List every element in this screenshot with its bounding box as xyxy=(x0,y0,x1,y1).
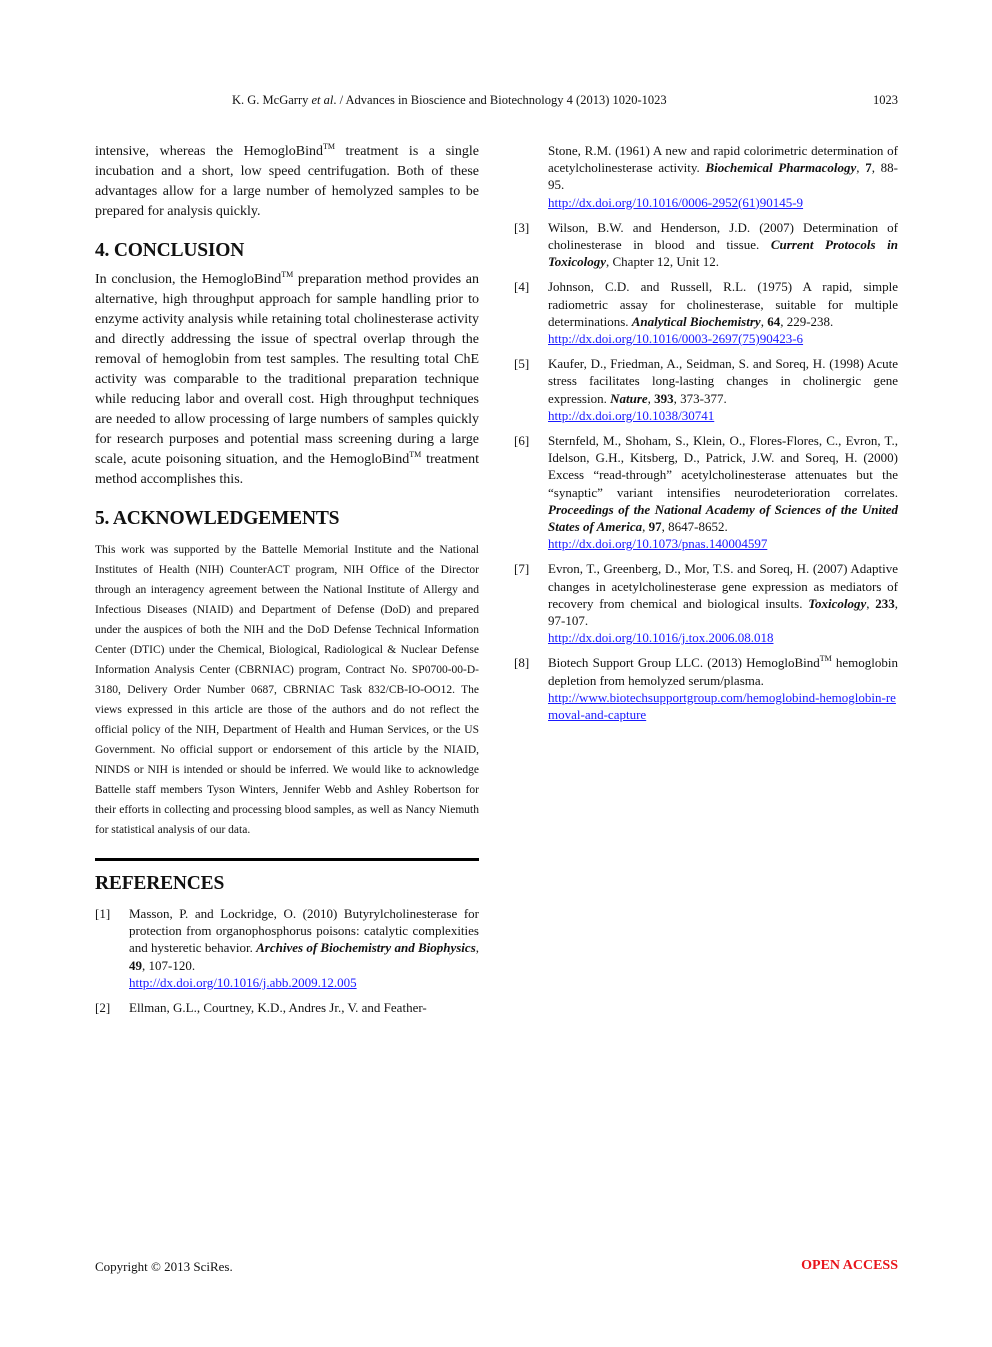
reference-url-link[interactable]: http://www.biotechsupportgroup.com/hemog… xyxy=(548,689,896,723)
reference-doi-link[interactable]: http://dx.doi.org/10.1016/0003-2697(75)9… xyxy=(548,331,804,347)
right-column: Stone, R.M. (1961) A new and rapid color… xyxy=(514,142,898,723)
reference-item: [1] Masson, P. and Lockridge, O. (2010) … xyxy=(95,906,479,990)
reference-item: [6] Sternfeld, M., Shoham, S., Klein, O.… xyxy=(514,433,898,552)
page-number: 1023 xyxy=(873,93,898,107)
reference-doi-link[interactable]: http://dx.doi.org/10.1016/0006-2952(61)9… xyxy=(548,194,804,210)
reference-item: [3] Wilson, B.W. and Henderson, J.D. (20… xyxy=(514,219,898,270)
left-column: intensive, whereas the HemogloBindTM tre… xyxy=(95,142,479,1016)
reference-doi-link[interactable]: http://dx.doi.org/10.1016/j.abb.2009.12.… xyxy=(129,974,357,990)
reference-doi-link[interactable]: http://dx.doi.org/10.1073/pnas.140004597 xyxy=(548,536,768,552)
references-heading: REFERENCES xyxy=(95,873,225,894)
intro-paragraph: intensive, whereas the HemogloBindTM tre… xyxy=(95,142,480,220)
acknowledgements-heading: 5. ACKNOWLEDGEMENTS xyxy=(95,508,340,529)
acknowledgements-paragraph: This work was supported by the Battelle … xyxy=(95,544,479,836)
reference-doi-link[interactable]: http://dx.doi.org/10.1016/j.tox.2006.08.… xyxy=(548,630,774,646)
running-header: K. G. McGarry et al. / Advances in Biosc… xyxy=(232,93,898,108)
conclusion-heading: 4. CONCLUSION xyxy=(95,240,245,261)
reference-item: [8] Biotech Support Group LLC. (2013) He… xyxy=(514,654,898,723)
open-access-label: OPEN ACCESS xyxy=(801,1258,898,1273)
reference-item: [7] Evron, T., Greenberg, D., Mor, T.S. … xyxy=(514,561,898,646)
reference-item: [5] Kaufer, D., Friedman, A., Seidman, S… xyxy=(514,356,898,423)
conclusion-paragraph: In conclusion, the HemogloBindTM prepara… xyxy=(95,270,479,488)
copyright-notice: Copyright © 2013 SciRes. xyxy=(95,1259,233,1274)
reference-item-continued: Stone, R.M. (1961) A new and rapid color… xyxy=(548,143,898,210)
reference-item: [4] Johnson, C.D. and Russell, R.L. (197… xyxy=(514,279,898,347)
section-divider xyxy=(95,858,479,861)
header-citation: K. G. McGarry et al. / Advances in Biosc… xyxy=(232,93,667,107)
reference-doi-link[interactable]: http://dx.doi.org/10.1038/30741 xyxy=(548,407,715,423)
reference-item: [2] Ellman, G.L., Courtney, K.D., Andres… xyxy=(95,1000,427,1016)
